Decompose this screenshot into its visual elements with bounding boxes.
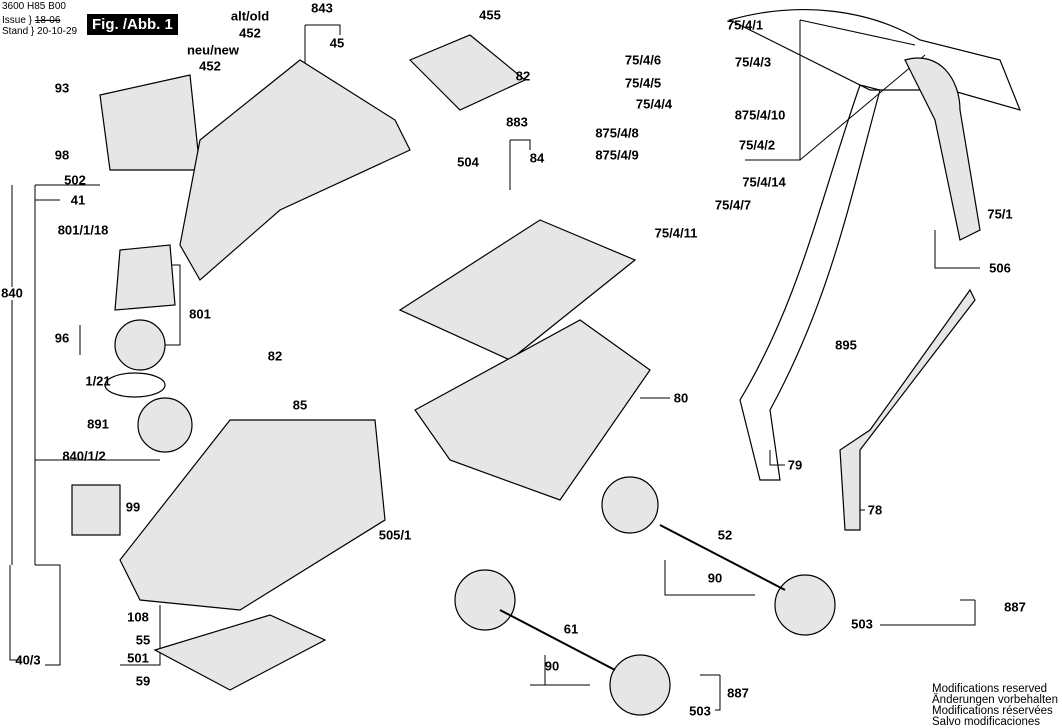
part-label: 887 xyxy=(1004,599,1026,615)
part-label: 75/4/3 xyxy=(734,54,772,70)
part-label: 502 xyxy=(64,172,86,188)
part-label: 61 xyxy=(563,621,579,637)
part-number: 3600 H85 B00 xyxy=(2,1,66,12)
part-label: 90 xyxy=(544,658,560,674)
part-label: 84 xyxy=(529,150,545,166)
part-label: 75/4/1 xyxy=(726,17,764,33)
part-label: 41 xyxy=(70,192,86,208)
part-label: 840 xyxy=(1,285,23,301)
stand-label: Stand } 20-10-29 xyxy=(2,26,78,37)
part-label: 75/1 xyxy=(987,206,1013,222)
part-label: 75/4/7 xyxy=(714,197,752,213)
part-label: alt/old xyxy=(230,8,270,24)
note-line: Salvo modificaciones xyxy=(932,716,1041,728)
issue-label: Issue } 18-06 xyxy=(2,15,61,26)
part-label: 875/4/8 xyxy=(595,125,639,141)
part-label: 840/1/2 xyxy=(62,448,106,464)
part-label: 82 xyxy=(515,68,531,84)
note-line: Modifications reserved xyxy=(932,683,1048,695)
part-label: 455 xyxy=(479,7,501,23)
part-label: 452 xyxy=(239,25,261,41)
part-label: 895 xyxy=(835,337,857,353)
part-label: 891 xyxy=(87,416,109,432)
part-label: 875/4/10 xyxy=(734,107,786,123)
part-label: 506 xyxy=(989,260,1011,276)
part-label: 452 xyxy=(199,58,221,74)
part-label: 40/3 xyxy=(15,652,41,668)
part-label: 503 xyxy=(689,703,711,719)
part-label: 55 xyxy=(135,632,151,648)
part-label: 503 xyxy=(851,616,873,632)
part-label: 90 xyxy=(707,570,723,586)
part-label: 108 xyxy=(127,609,149,625)
part-label: 80 xyxy=(673,390,689,406)
part-label: 75/4/14 xyxy=(742,174,786,190)
part-label: 96 xyxy=(54,330,70,346)
part-label: 59 xyxy=(135,673,151,689)
part-label: 79 xyxy=(787,457,803,473)
note-line: Änderungen vorbehalten xyxy=(932,694,1058,706)
part-label: 45 xyxy=(329,35,345,51)
part-label: 93 xyxy=(54,80,70,96)
part-label: 887 xyxy=(727,685,749,701)
part-label: 801 xyxy=(189,306,211,322)
modifications-note: Modifications reserved Änderungen vorbeh… xyxy=(932,683,1058,728)
part-label: 505/1 xyxy=(378,527,412,543)
figure-title: Fig. /Abb. 1 xyxy=(87,14,178,35)
part-label: 82 xyxy=(267,348,283,364)
part-label: 843 xyxy=(311,0,333,16)
part-label: 78 xyxy=(867,502,883,518)
part-label: 98 xyxy=(54,147,70,163)
part-label: 801/1/18 xyxy=(57,222,109,238)
part-label: neu/new xyxy=(186,42,240,58)
part-label: 75/4/11 xyxy=(654,225,698,241)
part-label: 75/4/4 xyxy=(635,96,673,112)
part-label: 875/4/9 xyxy=(595,147,639,163)
part-label: 1/21 xyxy=(85,373,111,389)
part-label: 504 xyxy=(457,154,479,170)
part-label: 52 xyxy=(717,527,733,543)
part-label: 99 xyxy=(125,499,141,515)
part-label: 75/4/2 xyxy=(738,137,776,153)
part-label: 85 xyxy=(292,397,308,413)
part-label: 883 xyxy=(506,114,528,130)
part-label: 501 xyxy=(127,650,149,666)
note-line: Modifications réservées xyxy=(932,705,1053,717)
part-label: 75/4/5 xyxy=(624,75,662,91)
part-label: 75/4/6 xyxy=(624,52,662,68)
